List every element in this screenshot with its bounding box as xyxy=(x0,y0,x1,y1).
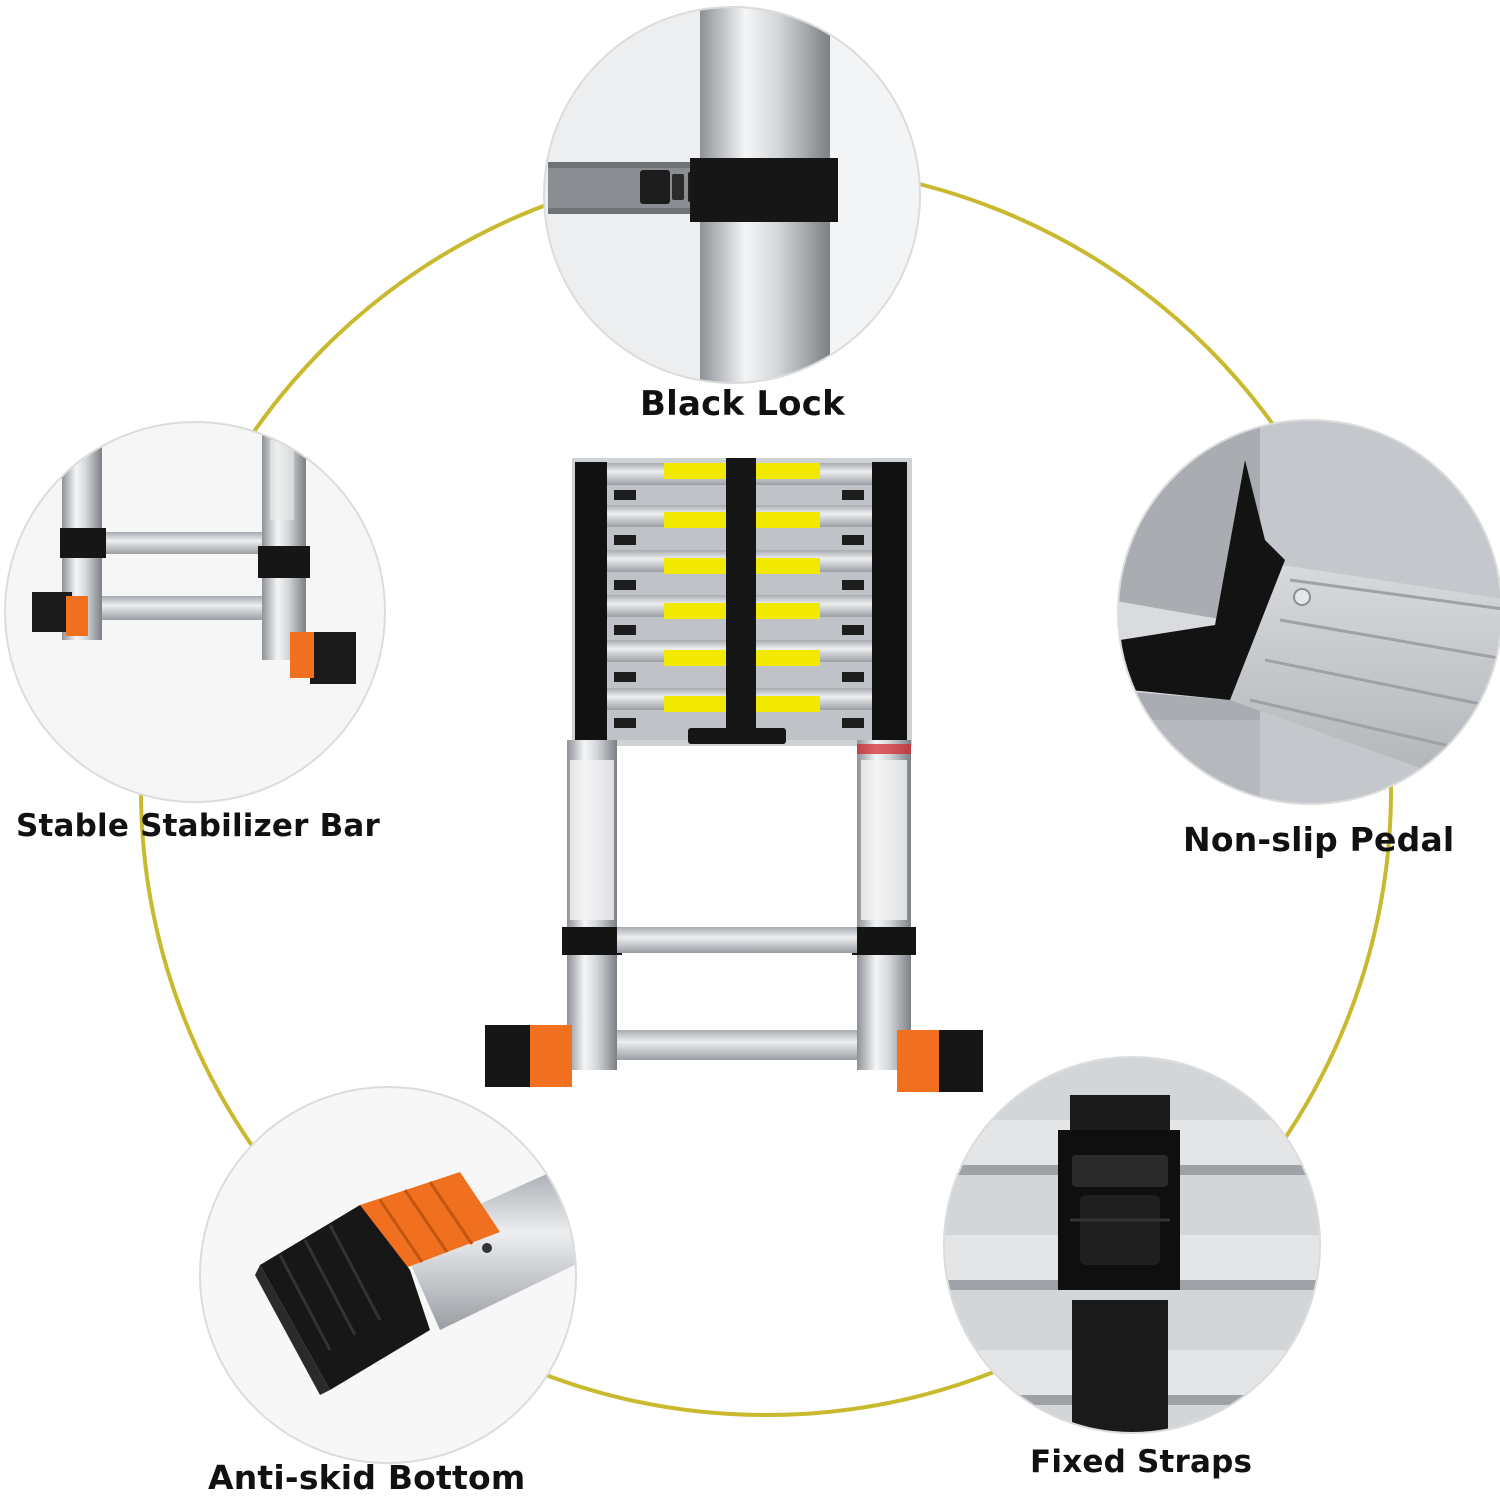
anti-skid-bottom-detail-image xyxy=(200,1087,576,1463)
fixed-straps-detail-image xyxy=(944,1057,1320,1433)
anti-skid-bottom-label: Anti-skid Bottom xyxy=(208,1458,526,1497)
stabilizer-bar-detail-image xyxy=(5,422,385,802)
black-lock-detail-image xyxy=(544,7,920,383)
stabilizer-bar-label: Stable Stabilizer Bar xyxy=(16,808,381,844)
non-slip-pedal-label: Non-slip Pedal xyxy=(1183,820,1455,859)
fixed-straps-label: Fixed Straps xyxy=(1030,1444,1253,1480)
black-lock-label: Black Lock xyxy=(640,384,845,424)
ladder-rungs-stack xyxy=(572,458,912,746)
telescopic-ladder-image xyxy=(485,458,983,1092)
